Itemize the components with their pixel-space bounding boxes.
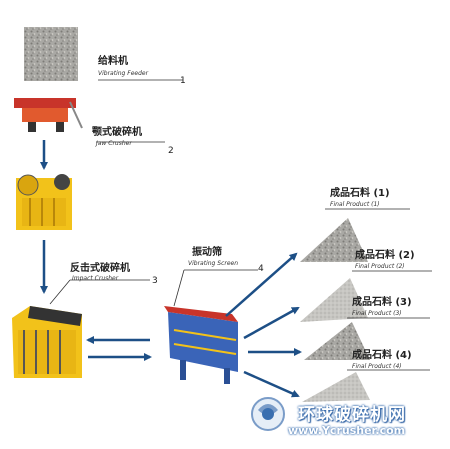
product-pile-2 [300, 278, 368, 322]
jaw-number: 2 [168, 146, 174, 156]
watermark-logo [251, 397, 285, 431]
impact-label-cn: 反击式破碎机 [70, 263, 130, 274]
arrow-screen-to-product-4 [243, 370, 300, 398]
product-2-label-cn: 成品石料 (2) [355, 250, 415, 261]
leader-line-screen-diag [173, 269, 185, 307]
vibrating-screen-machine [164, 306, 238, 384]
product-1-label-cn: 成品石料 (1) [330, 188, 390, 199]
feeder-label-en: Vibrating Feeder [98, 70, 149, 77]
feeder-label-cn: 给料机 [98, 56, 128, 67]
watermark-url: www.Ycrusher.com [288, 424, 406, 437]
product-3-label-cn: 成品石料 (3) [352, 297, 412, 308]
raw-stone-image [24, 27, 78, 81]
vibrating-feeder-machine [14, 98, 83, 132]
screen-label-cn: 振动筛 [192, 247, 222, 258]
arrow-screen-to-product-1 [225, 252, 298, 317]
watermark-title: 环球破碎机网 [298, 405, 406, 425]
product-2-label-en: Final Product (2) [355, 263, 405, 270]
impact-label-en: Impact Crusher [72, 275, 119, 282]
feeder-number: 1 [180, 76, 186, 86]
jaw-label-en: Jaw Crusher [96, 140, 132, 147]
leader-line-impact-diag [49, 279, 71, 305]
impact-number: 3 [152, 276, 158, 286]
product-4-label-cn: 成品石料 (4) [352, 350, 412, 361]
arrow-screen-to-product-2 [243, 306, 300, 340]
jaw-label-cn: 颚式破碎机 [92, 127, 142, 138]
product-3-label-en: Final Product (3) [352, 310, 402, 317]
screen-label-en: Vibrating Screen [188, 260, 239, 267]
product-pile-1 [300, 218, 368, 262]
impact-crusher-machine [12, 306, 82, 378]
product-pile-3 [304, 322, 370, 360]
product-4-label-en: Final Product (4) [352, 363, 402, 370]
product-1-label-en: Final Product (1) [330, 201, 380, 208]
screen-number: 4 [258, 264, 264, 274]
jaw-crusher-machine [16, 174, 72, 230]
product-pile-4 [302, 372, 370, 402]
